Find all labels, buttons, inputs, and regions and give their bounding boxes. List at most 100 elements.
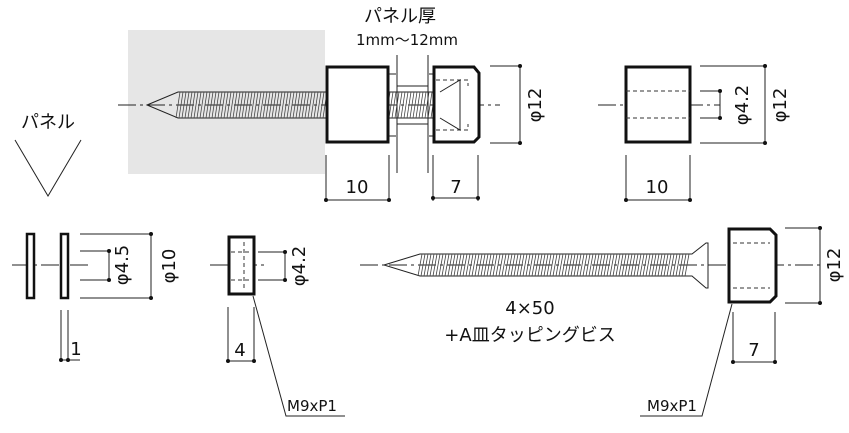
spacer (624, 65, 692, 144)
thread-line (519, 253, 525, 277)
thread-line (534, 253, 540, 277)
thread-line (456, 253, 462, 277)
thread-line (501, 253, 507, 277)
thread-line (205, 91, 211, 119)
dim-assembly-diameter: φ12 (525, 88, 546, 123)
washer (59, 232, 70, 300)
thread-line (217, 91, 223, 119)
thread-line (202, 91, 208, 119)
thread-line (244, 91, 250, 119)
thread-line (274, 91, 280, 119)
thread-line (241, 91, 247, 119)
thread-line (453, 253, 459, 277)
nut (227, 235, 256, 296)
thread-line (615, 253, 621, 277)
thread-line (462, 253, 468, 277)
thread-line (178, 91, 184, 119)
thread-line (504, 253, 510, 277)
thread-line (292, 91, 298, 119)
thread-line (540, 253, 546, 277)
thread-line (651, 253, 657, 277)
thread-line (184, 91, 190, 119)
thread-line (591, 253, 597, 277)
thread-line (286, 91, 292, 119)
thread-line (633, 253, 639, 277)
thread-line (388, 91, 394, 119)
thread-line (564, 253, 570, 277)
thread-line (450, 253, 456, 277)
spacer-assembled (325, 65, 390, 144)
thread-line (507, 253, 513, 277)
thread-line (546, 253, 552, 277)
dim-assembly-cap-length: 7 (450, 177, 461, 198)
thread-line (256, 91, 262, 119)
thread-line (432, 253, 438, 277)
thread-line (295, 91, 301, 119)
thread-line (193, 91, 199, 119)
nut-thread-spec: M9xP1 (287, 397, 337, 415)
thread-line (253, 91, 259, 119)
thread-line (190, 91, 196, 119)
panel-gap-bolt (396, 85, 429, 125)
thread-line (313, 91, 319, 119)
thread-line (603, 253, 609, 277)
thread-line (412, 91, 418, 119)
thread-line (298, 91, 304, 119)
thread-line (301, 91, 307, 119)
dim-spacer-length: 10 (646, 177, 669, 198)
thread-line (427, 91, 433, 119)
thread-line (465, 253, 471, 277)
tapping-screw (382, 242, 709, 289)
thread-line (609, 253, 615, 277)
thread-line (582, 253, 588, 277)
thread-line (220, 91, 226, 119)
thread-line (525, 253, 531, 277)
dim-spacer-diameter: φ12 (770, 88, 791, 123)
thread-line (403, 91, 409, 119)
thread-line (630, 253, 636, 277)
dim-cap-diameter: φ12 (824, 248, 845, 283)
thread-line (543, 253, 549, 277)
thread-line (238, 91, 244, 119)
thread-line (639, 253, 645, 277)
thread-line (199, 91, 205, 119)
thread-line (235, 91, 241, 119)
dim-cap-length: 7 (748, 340, 759, 361)
leader-line (640, 303, 733, 417)
thread-line (391, 91, 397, 119)
thread-line (316, 91, 322, 119)
thread-line (319, 91, 325, 119)
thread-line (226, 91, 232, 119)
thread-line (669, 253, 675, 277)
thread-line (310, 91, 316, 119)
washer (25, 232, 36, 300)
thread-line (486, 253, 492, 277)
thread-line (681, 253, 687, 277)
thread-line (555, 253, 561, 277)
thread-line (262, 91, 268, 119)
thread-line (516, 253, 522, 277)
thread-line (175, 91, 181, 119)
thread-line (483, 253, 489, 277)
thread-line (438, 253, 444, 277)
dim-washer-inner: φ4.5 (112, 245, 133, 286)
thread-line (211, 91, 217, 119)
thread-line (528, 253, 534, 277)
thread-line (409, 91, 415, 119)
screw-name: +A皿タッピングビス (444, 325, 615, 346)
thread-line (660, 253, 666, 277)
thread-line (597, 253, 603, 277)
thread-line (492, 253, 498, 277)
thread-line (420, 253, 426, 277)
dim-washer-thickness: 1 (70, 339, 81, 360)
thread-line (459, 253, 465, 277)
thread-line (247, 91, 253, 119)
panel-thickness-range: 1mm〜12mm (356, 31, 458, 49)
thread-line (585, 253, 591, 277)
thread-line (304, 91, 310, 119)
thread-line (666, 253, 672, 277)
thread-line (283, 91, 289, 119)
thread-line (208, 91, 214, 119)
thread-line (672, 253, 678, 277)
thread-line (441, 253, 447, 277)
